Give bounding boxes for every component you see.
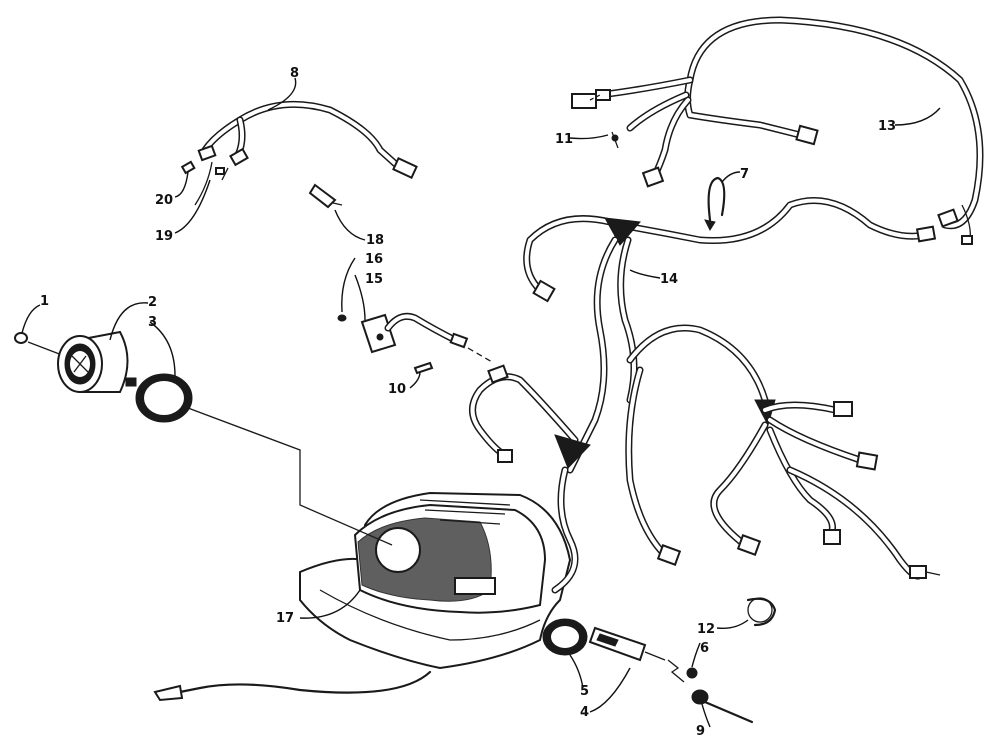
harness-14 — [153, 197, 941, 702]
gauge-icon — [57, 330, 137, 393]
clamp-12 — [746, 597, 777, 627]
callout-7: 7 — [740, 167, 749, 182]
plug-18-icon — [308, 183, 343, 209]
callout-6: 6 — [700, 641, 709, 656]
bracket-15 — [337, 312, 469, 375]
callout-17: 17 — [276, 611, 294, 626]
sender-4 — [588, 626, 685, 683]
callout-14: 14 — [660, 272, 678, 287]
callout-8: 8 — [290, 66, 299, 81]
callout-16: 16 — [365, 252, 383, 267]
clip-7-icon — [704, 176, 726, 232]
callout-13: 13 — [878, 119, 896, 134]
bulb-icon — [14, 332, 28, 344]
callout-20: 20 — [155, 193, 173, 208]
connection-line-b — [589, 94, 601, 101]
harness-8 — [180, 100, 418, 206]
callout-2: 2 — [148, 295, 157, 310]
gauge-ring-icon — [135, 373, 193, 423]
harness-13 — [571, 16, 984, 245]
callout-3: 3 — [148, 315, 157, 330]
callout-11: 11 — [555, 132, 573, 147]
gauge-reference-line — [179, 404, 393, 546]
connection-line-a — [467, 347, 493, 363]
callout-4: 4 — [580, 705, 589, 720]
nut-6 — [686, 667, 698, 679]
callout-19: 19 — [155, 229, 173, 244]
callout-12: 12 — [697, 622, 715, 637]
leader-lines — [21, 77, 941, 728]
callout-15: 15 — [365, 272, 383, 287]
callout-10: 10 — [388, 382, 406, 397]
bulb-reference-line — [27, 341, 63, 356]
probe-9 — [691, 689, 754, 724]
callout-1: 1 — [40, 294, 49, 309]
grommet-5 — [542, 618, 588, 656]
callout-9: 9 — [696, 724, 705, 739]
callout-18: 18 — [366, 233, 384, 248]
callout-5: 5 — [580, 684, 589, 699]
console-hood — [299, 491, 572, 670]
